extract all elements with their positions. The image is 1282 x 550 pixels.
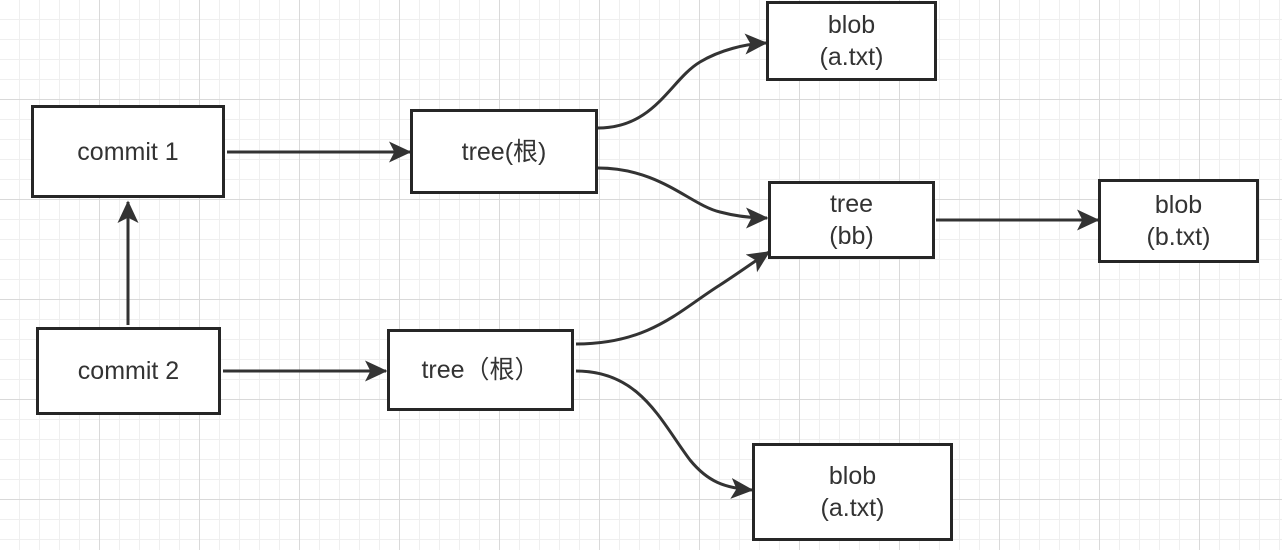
node-commit-1-label: commit 1 [77, 137, 179, 166]
node-blob-a-txt-2-type: blob [828, 462, 877, 490]
node-commit-1: commit 1 [31, 105, 225, 198]
node-tree-root-1: tree(根) [410, 109, 598, 194]
edge-tree1-to-blob1 [597, 33, 768, 130]
edge-tree2-to-blob2 [575, 369, 754, 499]
edge-tree1-to-treebb [597, 166, 769, 229]
node-tree-bb: tree (bb) [768, 181, 935, 259]
node-tree-root-2-label: tree（根） [421, 356, 540, 384]
node-blob-b-txt-filename: (b.txt) [1146, 223, 1211, 251]
node-blob-a-txt-1-type: blob [827, 11, 876, 39]
node-blob-b-txt: blob (b.txt) [1098, 179, 1259, 263]
node-tree-root-2: tree（根） [387, 329, 574, 411]
node-tree-root-1-label: tree(根) [461, 137, 547, 166]
node-blob-a-txt-1-filename: (a.txt) [819, 43, 884, 71]
node-commit-2-label: commit 2 [77, 357, 180, 385]
node-blob-a-txt-1: blob (a.txt) [766, 1, 937, 81]
node-tree-bb-type: tree [829, 190, 874, 218]
node-blob-b-txt-type: blob [1154, 191, 1203, 219]
node-commit-2: commit 2 [36, 327, 221, 415]
node-blob-a-txt-2-filename: (a.txt) [820, 494, 885, 522]
edge-tree2-to-treebb [575, 250, 771, 346]
node-tree-bb-name: (bb) [829, 222, 874, 250]
node-blob-a-txt-2: blob (a.txt) [752, 443, 953, 541]
